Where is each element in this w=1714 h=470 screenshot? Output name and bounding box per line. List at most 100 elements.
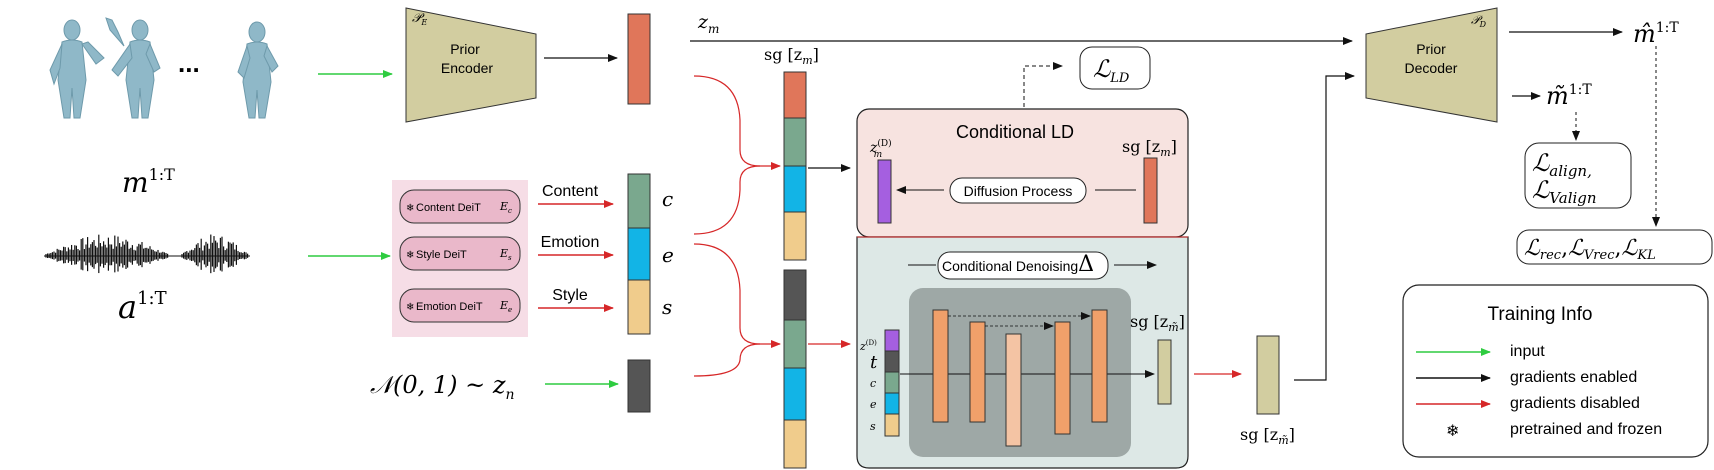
stack-e2 (783, 367, 807, 421)
loss-align-box (1524, 142, 1632, 209)
legend-box (1402, 284, 1709, 458)
denoise-zm-block (884, 329, 900, 352)
unet-layer-1 (932, 309, 949, 423)
figures-ellipsis: ... (178, 48, 200, 78)
denoise-stack-label: e (870, 398, 877, 411)
denoise-input-stack (884, 329, 900, 437)
legend-items: input gradients enabled gradients disabled… (1416, 343, 1662, 440)
deit-encoder-label: Style DeiT (416, 249, 467, 261)
unet-layers (932, 309, 1108, 447)
human-figure-3 (237, 21, 279, 119)
loss-align: ℒalign, (1532, 149, 1592, 180)
deit-encoder-1 (399, 189, 521, 224)
sg-zm-stack (783, 71, 807, 261)
loss-ld: ℒLD (1093, 55, 1130, 86)
prior-encoder: 𝒫E Prior Encoder (405, 7, 537, 123)
noise-latent-block (627, 359, 651, 413)
zm-label: zm (697, 11, 719, 36)
encoder-arrow-label: Content (542, 183, 599, 200)
denoise-s-block (884, 413, 900, 437)
prior-decoder-line2: Decoder (1405, 60, 1458, 76)
stack-s2 (783, 419, 807, 469)
loss-ld-box (1079, 46, 1151, 90)
stack-e (783, 165, 807, 213)
diffusion-process-label: Diffusion Process (964, 183, 1073, 199)
deit-encoder-2 (399, 236, 521, 271)
denoise-stack-label: t (870, 352, 878, 373)
diffusion-process-box (949, 177, 1087, 204)
conditional-denoising-box (937, 251, 1109, 280)
ld-sg-zmtilde-label: sg [zm̃] (1130, 312, 1185, 334)
snowflake-icon: ❄ (406, 203, 414, 214)
legend-label: input (1510, 343, 1545, 360)
sg-zmtilde-block (1256, 335, 1280, 415)
audio-label: a1:T (118, 288, 167, 326)
legend-label: gradients enabled (1510, 369, 1637, 386)
unet-layer-3 (1005, 333, 1022, 447)
ces-stack (627, 173, 651, 335)
denoise-zm-D-label: z(D) (859, 339, 877, 353)
denoise-stack-label: s (870, 420, 876, 433)
sg-zm-stack-label: sg [zm] (764, 45, 819, 67)
zm-D-label: z(D)m (869, 138, 892, 160)
loss-valign: ℒValign (1532, 176, 1597, 207)
deit-encoder-symbol: Ec (499, 200, 512, 215)
deit-encoder-label: Content DeiT (416, 202, 481, 214)
denoise-e-block (884, 392, 900, 415)
ld-output-block (1157, 339, 1172, 405)
unet-skip-connections (948, 312, 1091, 330)
deit-encoder-symbol: Ee (499, 299, 512, 314)
loss-rec: ℒrec,ℒVrec,ℒKL (1524, 236, 1656, 263)
prior-decoder: 𝒫D Prior Decoder (1365, 7, 1498, 123)
zmtilde-to-decoder-arrow (1294, 72, 1355, 381)
unet-layer-4 (1054, 321, 1071, 435)
loss-rec-box (1516, 229, 1713, 265)
human-figure-1 (49, 19, 105, 119)
prior-encoder-line2: Encoder (441, 60, 493, 76)
c-label: c (662, 187, 673, 211)
e-label: e (662, 243, 674, 267)
stack-c (783, 117, 807, 167)
unet-layer-5 (1091, 309, 1108, 423)
noise-cond-stack (783, 269, 807, 469)
ld-loss-dashed-arrow (1023, 62, 1063, 107)
deit-encoder-3 (399, 288, 521, 323)
red-connections (693, 75, 1242, 378)
snowflake-icon: ❄ (1446, 423, 1459, 440)
denoise-stack-label: c (870, 377, 876, 390)
human-figures (49, 17, 279, 119)
sg-zmtilde-label: sg [zm̃] (1240, 425, 1295, 447)
m-hat-output: m̂1:T (1633, 20, 1679, 48)
denoise-c-block (884, 371, 900, 394)
zm-latent-block (627, 13, 651, 105)
snowflake-icon: ❄ (406, 302, 414, 313)
denoise-t-block (884, 350, 900, 373)
emotion-latent (627, 227, 651, 281)
s-label: s (662, 295, 672, 319)
stack-s (783, 211, 807, 261)
content-latent (627, 173, 651, 229)
motion-label: m1:T (122, 165, 175, 199)
conditional-denoising-label: Conditional DenoisingΔ (942, 252, 1094, 277)
ld-sg-zm-block (1143, 157, 1158, 224)
snowflake-icon: ❄ (406, 250, 414, 261)
legend-label: pretrained and frozen (1510, 421, 1662, 438)
style-latent (627, 279, 651, 335)
legend-title: Training Info (1488, 304, 1593, 325)
prior-encoder-line1: Prior (450, 41, 480, 57)
encoder-arrow-label: Style (552, 287, 588, 304)
stack-zm (783, 71, 807, 119)
unet-layer-2 (969, 321, 986, 423)
zm-D-block (877, 159, 892, 224)
legend-label: gradients disabled (1510, 395, 1640, 412)
conditional-ld-title: Conditional LD (956, 122, 1074, 142)
ld-sg-zm-label: sg [zm] (1122, 137, 1177, 159)
stack-c2 (783, 319, 807, 369)
m-tilde-output: m̃1:T (1546, 82, 1592, 110)
deit-encoder-label: Emotion DeiT (416, 301, 483, 313)
prior-decoder-line1: Prior (1416, 41, 1446, 57)
